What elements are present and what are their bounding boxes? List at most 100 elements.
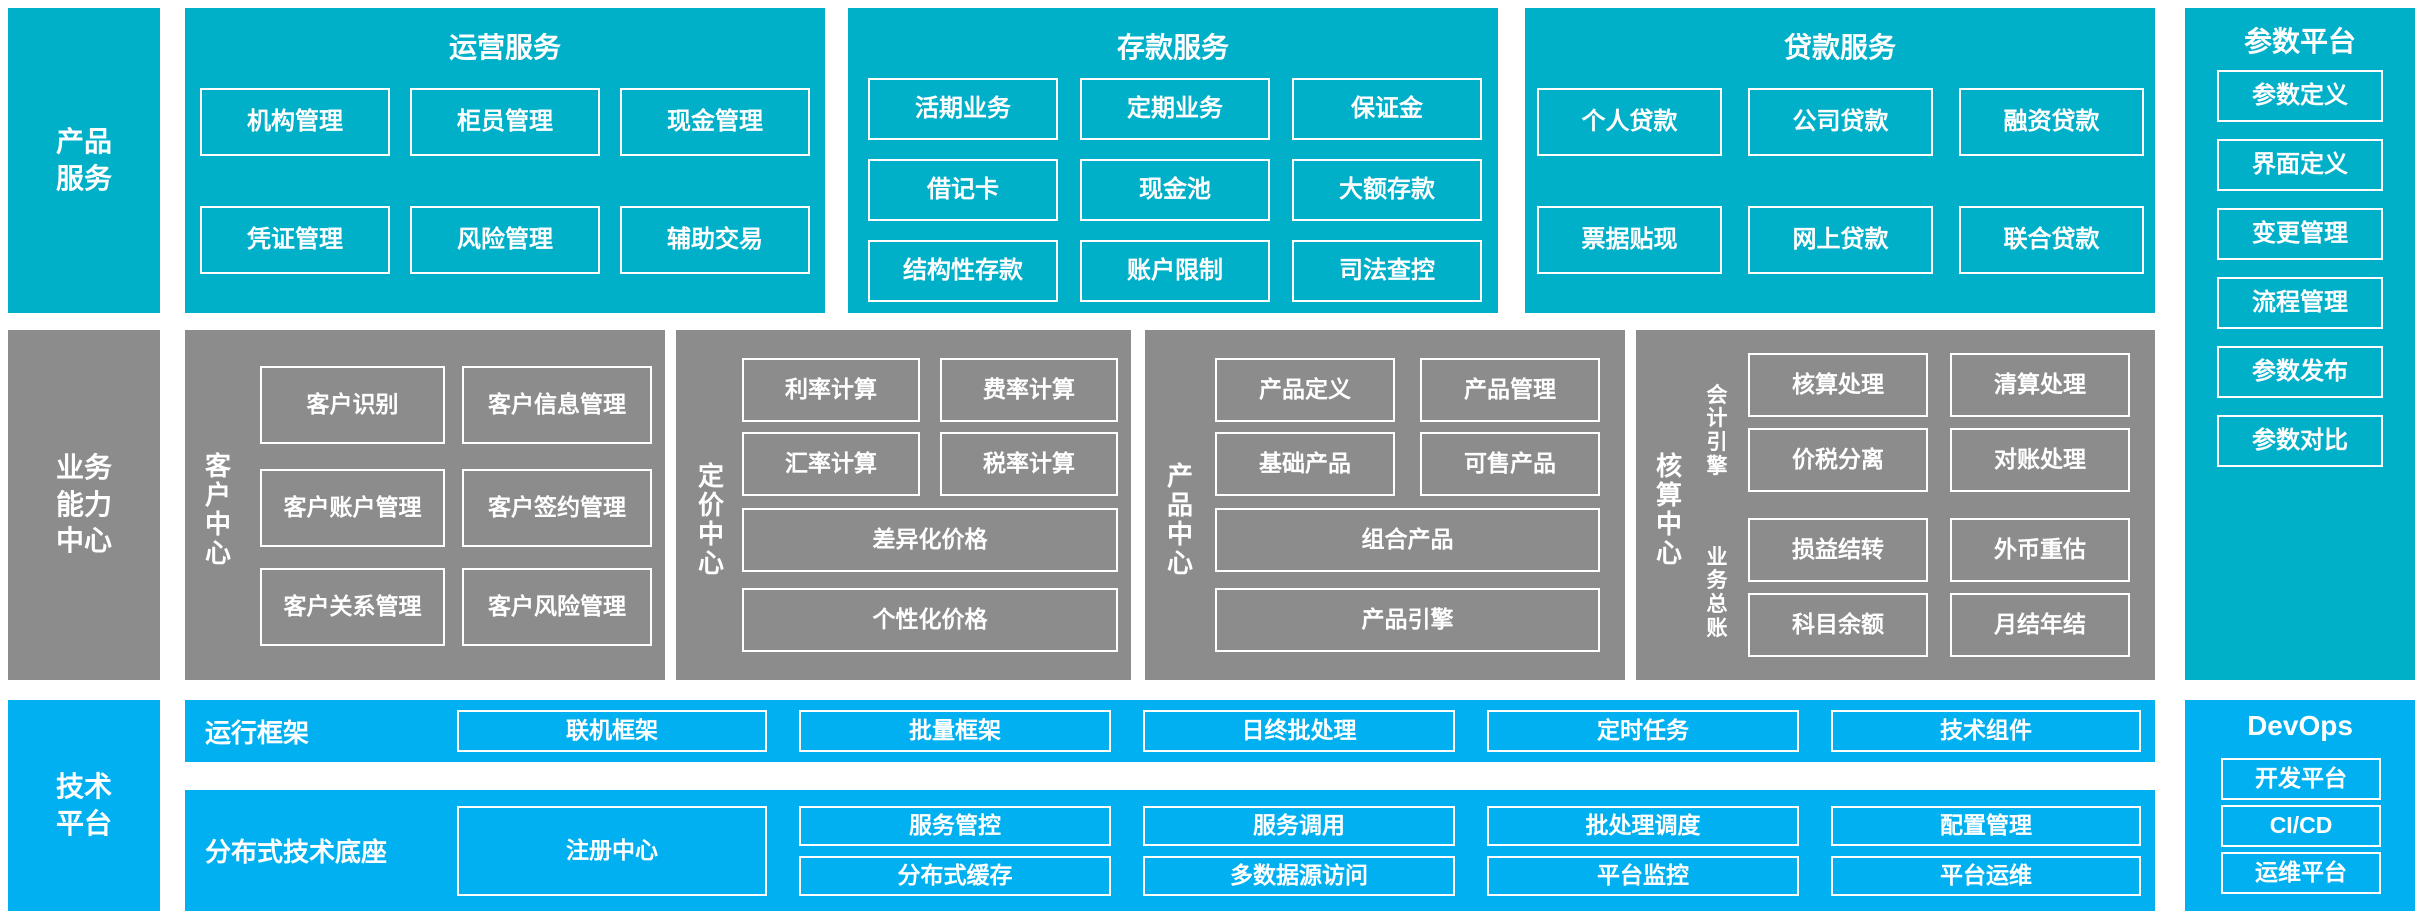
cell-customer-2[interactable]: 客户账户管理	[260, 469, 445, 547]
cell-accounting-0[interactable]: 核算处理	[1748, 353, 1928, 417]
cell-parameter-3[interactable]: 流程管理	[2217, 277, 2383, 329]
cell-customer-1[interactable]: 客户信息管理	[462, 366, 652, 444]
center-name-product-char-3: 心	[1166, 548, 1193, 579]
cell-loan-4[interactable]: 网上贷款	[1748, 206, 1933, 274]
group-title-parameter-platform: 参数平台	[2243, 26, 2356, 57]
cell-product-0[interactable]: 产品定义	[1215, 358, 1395, 422]
cell-product-4[interactable]: 组合产品	[1215, 508, 1600, 572]
cell-operation-1[interactable]: 柜员管理	[410, 88, 600, 156]
cell-loan-5[interactable]: 联合贷款	[1959, 206, 2144, 274]
center-name-customer-char-2: 中	[204, 509, 231, 539]
band-label-runtime-framework: 运行框架	[205, 717, 310, 748]
cell-pricing-1[interactable]: 费率计算	[940, 358, 1118, 422]
cell-product-1[interactable]: 产品管理	[1420, 358, 1600, 422]
center-customer: 客 户 中 心 客户识别 客户信息管理 客户账户管理 客户签约管理 客户关系管理…	[185, 330, 665, 680]
center-name-accounting-char-2: 中	[1655, 509, 1682, 539]
cell-operation-3[interactable]: 凭证管理	[200, 206, 390, 274]
center-name-pricing-char-2: 中	[697, 519, 724, 549]
center-name-product-char-0: 产	[1166, 460, 1193, 491]
center-name-pricing-char-1: 价	[697, 489, 724, 520]
cell-distributed-r2-0[interactable]: 分布式缓存	[799, 856, 1111, 896]
center-pricing: 定 价 中 心 利率计算 费率计算 汇率计算 税率计算 差异化价格 个性化价格	[676, 330, 1131, 680]
cell-distributed-r2-3[interactable]: 平台运维	[1831, 856, 2141, 896]
cell-accounting-2[interactable]: 价税分离	[1748, 428, 1928, 492]
cell-loan-2[interactable]: 融资贷款	[1959, 88, 2144, 156]
center-name-accounting-char-0: 核	[1655, 450, 1682, 481]
cell-accounting-6[interactable]: 科目余额	[1748, 593, 1928, 657]
center-name-product-char-1: 品	[1166, 489, 1193, 520]
cell-operation-5[interactable]: 辅助交易	[620, 206, 810, 274]
cell-pricing-3[interactable]: 税率计算	[940, 432, 1118, 496]
cell-distributed-r2-1[interactable]: 多数据源访问	[1143, 856, 1455, 896]
cell-deposit-6[interactable]: 结构性存款	[868, 240, 1058, 302]
center-name-customer-char-3: 心	[204, 538, 231, 569]
cell-operation-0[interactable]: 机构管理	[200, 88, 390, 156]
cell-pricing-4[interactable]: 差异化价格	[742, 508, 1118, 572]
layer-label-product-services: 产品 服务	[8, 8, 160, 313]
cell-accounting-1[interactable]: 清算处理	[1950, 353, 2130, 417]
cell-product-2[interactable]: 基础产品	[1215, 432, 1395, 496]
cell-loan-0[interactable]: 个人贷款	[1537, 88, 1722, 156]
cell-loan-3[interactable]: 票据贴现	[1537, 206, 1722, 274]
subgroup-accounting-engine-char-1: 计	[1706, 407, 1728, 431]
cell-customer-4[interactable]: 客户关系管理	[260, 568, 445, 646]
cell-parameter-2[interactable]: 变更管理	[2217, 208, 2383, 260]
cell-accounting-4[interactable]: 损益结转	[1748, 518, 1928, 582]
cell-loan-1[interactable]: 公司贷款	[1748, 88, 1933, 156]
cell-pricing-5[interactable]: 个性化价格	[742, 588, 1118, 652]
center-name-customer-char-1: 户	[204, 479, 231, 510]
band-distributed-base: 分布式技术底座 注册中心 服务管控 服务调用 批处理调度 配置管理 分布式缓存 …	[185, 790, 2155, 911]
cell-product-5[interactable]: 产品引擎	[1215, 588, 1600, 652]
subgroup-general-ledger-char-2: 总	[1706, 593, 1728, 616]
cell-customer-5[interactable]: 客户风险管理	[462, 568, 652, 646]
group-deposit-services: 存款服务 活期业务 定期业务 保证金 借记卡 现金池 大额存款 结构性存款 账户…	[848, 8, 1498, 313]
cell-deposit-0[interactable]: 活期业务	[868, 78, 1058, 140]
cell-parameter-0[interactable]: 参数定义	[2217, 70, 2383, 122]
subgroup-name-general-ledger: 业 务 总 账	[1700, 518, 1734, 668]
cell-customer-3[interactable]: 客户签约管理	[462, 469, 652, 547]
cell-distributed-r1-0[interactable]: 服务管控	[799, 806, 1111, 846]
cell-deposit-7[interactable]: 账户限制	[1080, 240, 1270, 302]
cell-customer-0[interactable]: 客户识别	[260, 366, 445, 444]
cell-deposit-5[interactable]: 大额存款	[1292, 159, 1482, 221]
cell-runtime-0[interactable]: 联机框架	[457, 710, 767, 752]
cell-registry-center[interactable]: 注册中心	[457, 806, 767, 896]
cell-product-3[interactable]: 可售产品	[1420, 432, 1600, 496]
group-title-deposit-services: 存款服务	[1116, 32, 1229, 63]
cell-devops-0[interactable]: 开发平台	[2221, 758, 2381, 800]
center-name-accounting: 核 算 中 心	[1648, 410, 1690, 610]
cell-operation-2[interactable]: 现金管理	[620, 88, 810, 156]
cell-pricing-2[interactable]: 汇率计算	[742, 432, 920, 496]
center-name-product: 产 品 中 心	[1159, 440, 1201, 600]
cell-runtime-1[interactable]: 批量框架	[799, 710, 1111, 752]
cell-accounting-7[interactable]: 月结年结	[1950, 593, 2130, 657]
cell-devops-1[interactable]: CI/CD	[2221, 805, 2381, 847]
subgroup-accounting-engine-char-3: 擎	[1706, 454, 1728, 478]
group-title-loan-services: 贷款服务	[1783, 32, 1896, 63]
subgroup-general-ledger-char-3: 账	[1706, 616, 1728, 640]
layer-label-technical-platform: 技术 平台	[8, 700, 160, 911]
cell-deposit-4[interactable]: 现金池	[1080, 159, 1270, 221]
cell-runtime-2[interactable]: 日终批处理	[1143, 710, 1455, 752]
cell-parameter-5[interactable]: 参数对比	[2217, 415, 2383, 467]
cell-pricing-0[interactable]: 利率计算	[742, 358, 920, 422]
cell-devops-2[interactable]: 运维平台	[2221, 852, 2381, 894]
cell-deposit-3[interactable]: 借记卡	[868, 159, 1058, 221]
cell-distributed-r2-2[interactable]: 平台监控	[1487, 856, 1799, 896]
cell-operation-4[interactable]: 风险管理	[410, 206, 600, 274]
cell-accounting-3[interactable]: 对账处理	[1950, 428, 2130, 492]
cell-deposit-1[interactable]: 定期业务	[1080, 78, 1270, 140]
cell-distributed-r1-2[interactable]: 批处理调度	[1487, 806, 1799, 846]
cell-runtime-3[interactable]: 定时任务	[1487, 710, 1799, 752]
cell-parameter-1[interactable]: 界面定义	[2217, 139, 2383, 191]
cell-distributed-r1-1[interactable]: 服务调用	[1143, 806, 1455, 846]
cell-accounting-5[interactable]: 外币重估	[1950, 518, 2130, 582]
cell-deposit-2[interactable]: 保证金	[1292, 78, 1482, 140]
band-label-distributed-base: 分布式技术底座	[205, 837, 388, 867]
subgroup-general-ledger-char-0: 业	[1706, 545, 1728, 569]
center-name-customer: 客 户 中 心	[197, 390, 239, 630]
cell-runtime-4[interactable]: 技术组件	[1831, 710, 2141, 752]
cell-parameter-4[interactable]: 参数发布	[2217, 346, 2383, 398]
cell-deposit-8[interactable]: 司法查控	[1292, 240, 1482, 302]
cell-distributed-r1-3[interactable]: 配置管理	[1831, 806, 2141, 846]
